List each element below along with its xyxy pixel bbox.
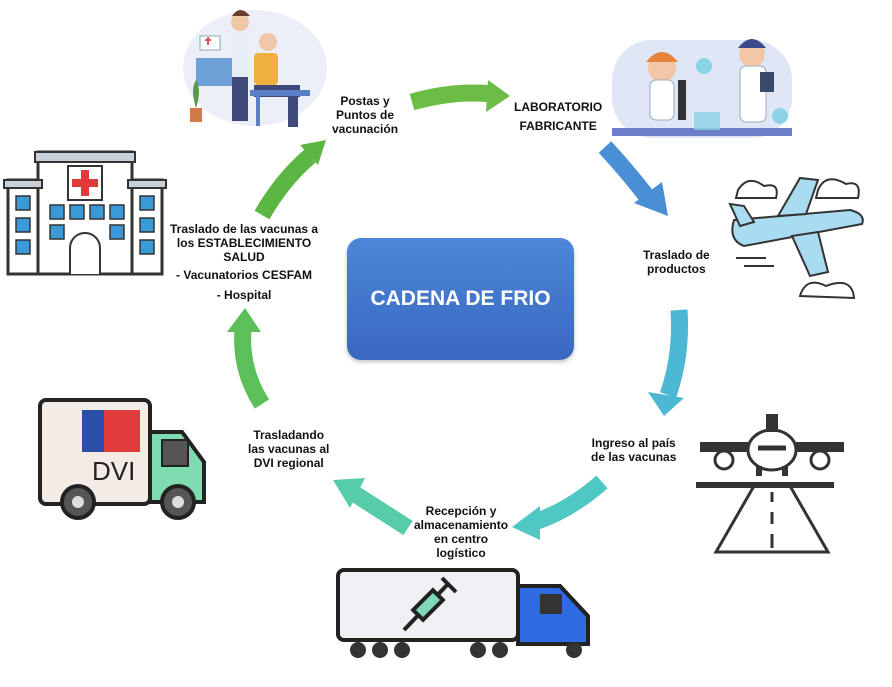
label-line: de las vacunas — [591, 450, 677, 464]
label-line: vacunación — [332, 122, 399, 136]
label-vaccination: Postas y Puntos de vacunación — [332, 94, 398, 136]
label-line: Ingreso al país — [591, 436, 676, 450]
vaccination-illustration — [183, 10, 327, 127]
label-line: Puntos de — [336, 108, 395, 122]
runway-plane-illustration — [696, 414, 844, 554]
label-line: Postas y — [340, 94, 390, 108]
arrow-to-transfer — [598, 141, 668, 216]
label-line: LABORATORIO — [514, 100, 603, 114]
label-entry: Ingreso al país de las vacunas — [591, 436, 676, 464]
label-item-vacunatorios: - Vacunatorios CESFAM — [176, 268, 313, 282]
label-line: SALUD — [223, 250, 265, 264]
label-item-hospital: - Hospital — [216, 288, 272, 302]
hospital-illustration — [3, 150, 167, 276]
label-line: los ESTABLECIMIENTO — [176, 236, 312, 250]
arrow-to-establishments — [227, 308, 270, 409]
label-lab: LABORATORIO FABRICANTE — [514, 98, 602, 136]
label-line: Traslado de — [643, 248, 710, 262]
label-line: Traslado de las vacunas a — [170, 222, 319, 236]
arrow-to-entry — [648, 309, 689, 416]
label-line: DVI regional — [253, 456, 324, 470]
label-line: Trasladando — [253, 428, 325, 442]
label-line: las vacunas al — [248, 442, 330, 456]
label-transfer: Traslado de productos — [643, 248, 710, 276]
airplane-illustration — [728, 176, 864, 300]
syringe-icon — [402, 576, 458, 632]
label-line: en centro — [434, 532, 489, 546]
arrow-to-lab — [409, 80, 510, 112]
label-dvi-transfer: Trasladando las vacunas al DVI regional — [248, 428, 329, 470]
center-title-box: CADENA DE FRIO — [347, 238, 574, 360]
arrow-to-vaccination — [254, 140, 326, 220]
truck-label: DVI — [92, 456, 135, 486]
label-line: FABRICANTE — [519, 119, 597, 133]
logistics-truck-illustration — [336, 568, 590, 658]
label-reception: Recepción y almacenamiento en centro log… — [414, 504, 508, 560]
label-line: almacenamiento — [414, 518, 509, 532]
label-line: productos — [647, 262, 706, 276]
dvi-truck-illustration: DVI — [38, 398, 206, 520]
label-establishments: Traslado de las vacunas a los ESTABLECIM… — [170, 222, 318, 302]
laboratory-illustration — [612, 39, 792, 138]
center-title: CADENA DE FRIO — [370, 287, 551, 310]
arrow-to-reception — [512, 475, 608, 540]
label-line: logístico — [436, 546, 486, 560]
label-line: Recepción y — [425, 504, 497, 518]
arrow-to-dvi — [333, 478, 413, 536]
